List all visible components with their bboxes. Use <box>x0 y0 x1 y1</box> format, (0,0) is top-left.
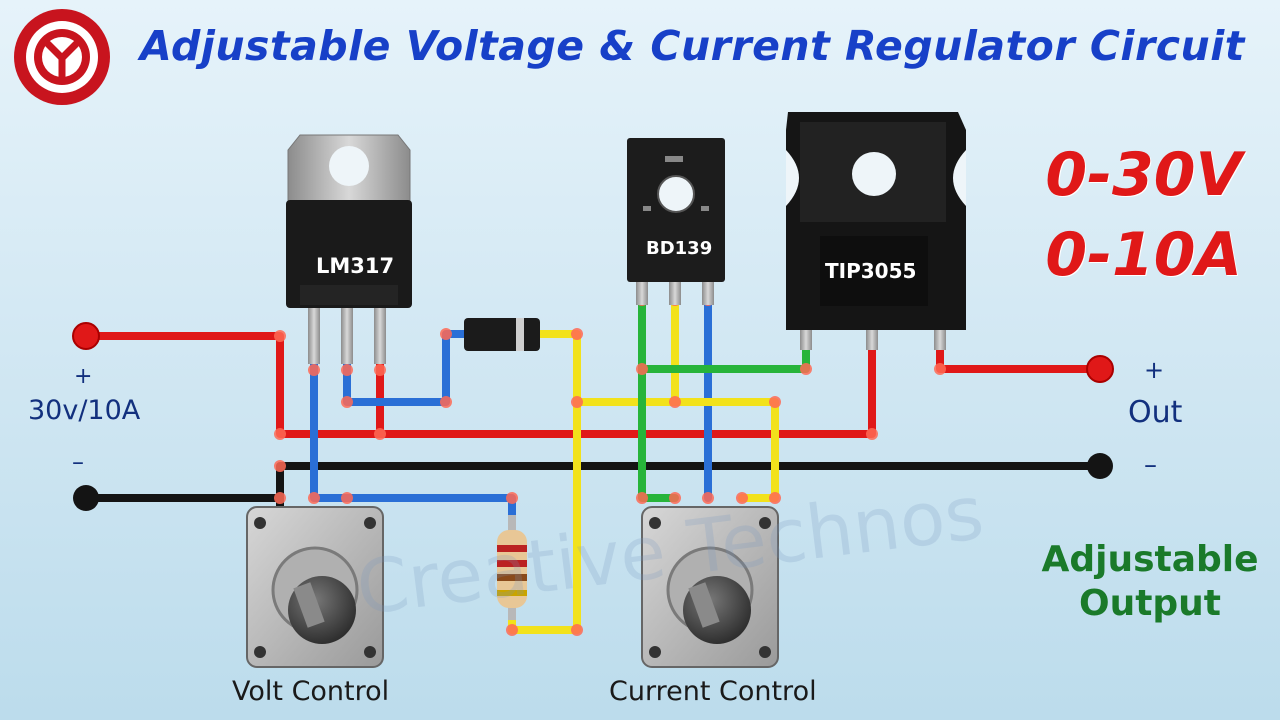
output-minus-label: – <box>1144 450 1157 480</box>
current-control-label: Current Control <box>609 676 817 707</box>
current-control-potentiometer <box>641 506 779 668</box>
diode <box>464 318 540 351</box>
input-positive-terminal <box>72 322 100 350</box>
volt-control-potentiometer <box>246 506 384 668</box>
tip3055-transistor <box>786 112 966 350</box>
output-ground-terminal <box>1087 453 1113 479</box>
output-plus-label: + <box>1144 356 1165 384</box>
output-label: Out <box>1128 395 1183 430</box>
tip3055-label: TIP3055 <box>825 259 917 283</box>
input-minus-label: – <box>72 448 84 476</box>
output-positive-terminal <box>1086 355 1114 383</box>
lm317-label: LM317 <box>316 254 395 278</box>
input-plus-label: + <box>74 364 93 389</box>
adjustable-output-caption: Adjustable Output <box>1030 538 1270 626</box>
bd139-transistor <box>627 138 725 305</box>
current-range: 0-10A <box>1045 220 1242 290</box>
input-ground-terminal <box>73 485 99 511</box>
brand-logo <box>14 9 110 105</box>
page-title: Adjustable Voltage & Current Regulator C… <box>140 22 1245 70</box>
lm317-regulator <box>286 134 412 364</box>
resistor <box>497 515 527 620</box>
positive-wires <box>82 308 1104 438</box>
voltage-range: 0-30V <box>1045 140 1242 210</box>
input-rating-label: 30v/10A <box>28 395 141 426</box>
adjustable-line2: Output <box>1078 583 1222 624</box>
bd139-label: BD139 <box>646 238 713 259</box>
adjustable-line1: Adjustable <box>1041 539 1259 580</box>
volt-control-label: Volt Control <box>232 676 390 707</box>
